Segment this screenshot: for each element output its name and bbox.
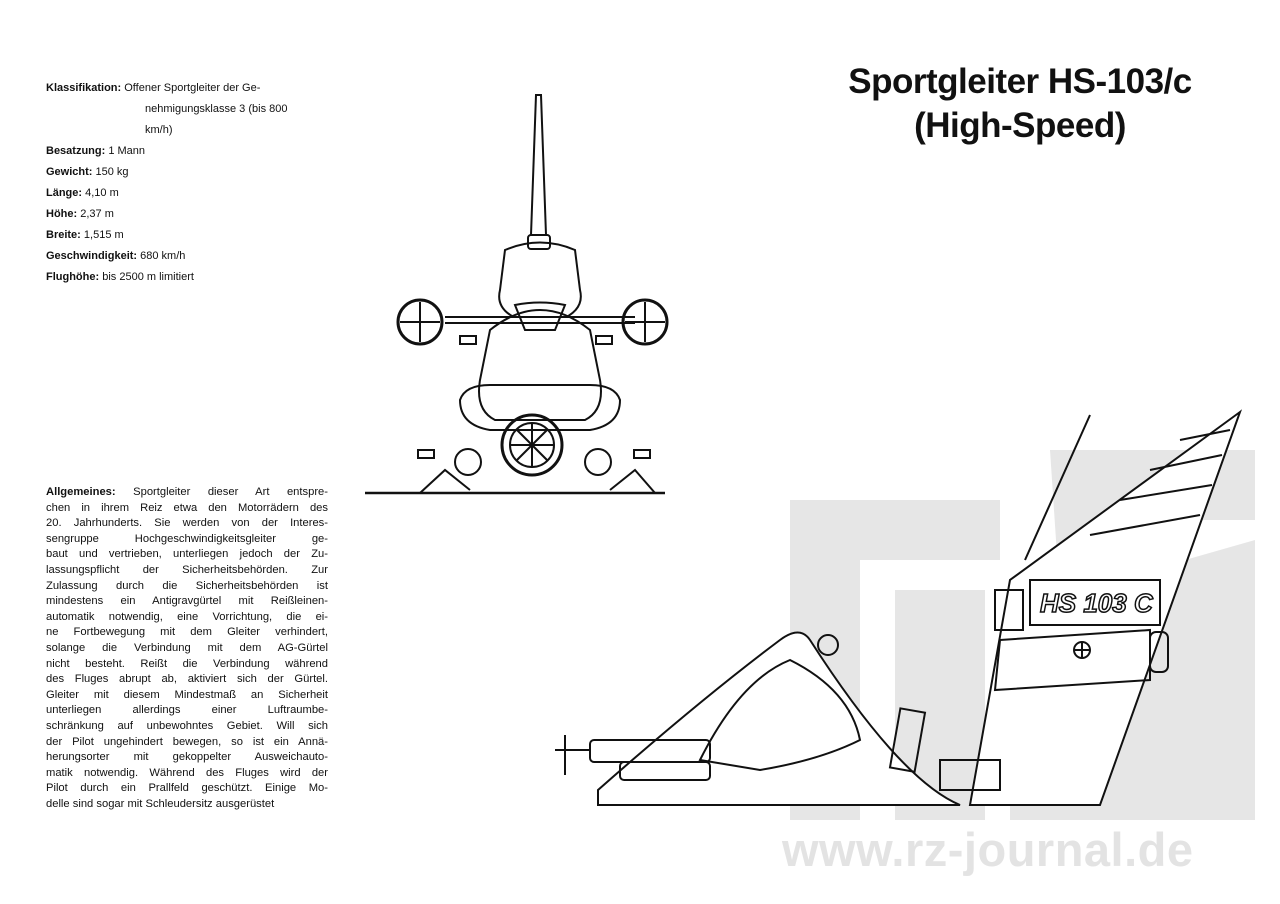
spec-value: 4,10 m (85, 187, 119, 199)
paragraph-line-text: des Fluges abrupt ab, aktiviert sich der… (46, 673, 328, 686)
spec-besatzung: Besatzung: 1 Mann (46, 141, 286, 162)
paragraph-line: herungsorter mit gekoppelter Ausweichaut… (46, 750, 328, 766)
watermark-url: www.rz-journal.de (782, 823, 1194, 876)
paragraph-line-text: unterliegen allerdings einer Luftraumbe- (46, 704, 328, 717)
paragraph-line: matik notwendig. Während des Fluges wird… (46, 766, 328, 782)
paragraph-line-text: 20. Jahrhunderts. Sie werden von der Int… (46, 517, 328, 530)
paragraph-line-text: mindestens ein Antigravgürtel mit Reißle… (46, 595, 328, 608)
paragraph-line: des Fluges abrupt ab, aktiviert sich der… (46, 672, 328, 688)
spec-value: 1,515 m (83, 229, 124, 241)
spec-label: Gewicht: (46, 166, 93, 178)
paragraph-line: Gleiter mit diesem Mindestmaß an Sicherh… (46, 688, 328, 704)
paragraph-line-text: nicht besteht. Reißt die Verbindung währ… (46, 657, 328, 670)
spec-klassifikation: Klassifikation: Offener Sportgleiter der… (46, 78, 288, 141)
spec-list: Klassifikation: Offener Sportgleiter der… (46, 78, 288, 288)
page-title: Sportgleiter HS-103/c (High-Speed) (760, 60, 1280, 148)
spec-gewicht: Gewicht: 150 kg (46, 162, 286, 183)
spec-hoehe: Höhe: 2,37 m (46, 204, 286, 225)
spec-label: Breite: (46, 229, 81, 241)
paragraph-line-text: delle sind sogar mit Schleudersitz ausge… (46, 797, 275, 810)
paragraph-line: Pilot durch ein Prallfeld geschützt. Ein… (46, 781, 328, 797)
hull-marking: HS 103 C (1040, 588, 1154, 618)
paragraph-line-text: schränkung auf unbewohntes Gebiet. Will … (46, 719, 328, 732)
paragraph-line: solange die Verbindung mit dem AG-Gürtel (46, 641, 328, 657)
paragraph-line: nicht besteht. Reißt die Verbindung währ… (46, 657, 328, 673)
paragraph-line-text: Zulassung durch die Sicherheitsbehörden … (46, 579, 328, 592)
spec-label: Flughöhe: (46, 271, 100, 283)
spec-breite: Breite: 1,515 m (46, 225, 286, 246)
paragraph-line-text: lassungspflicht der Sicherheitsbehörden.… (46, 563, 328, 576)
title-line-2: (High-Speed) (914, 106, 1126, 145)
paragraph-line: mindestens ein Antigravgürtel mit Reißle… (46, 594, 328, 610)
spec-value: km/h) (145, 124, 173, 136)
paragraph-line-text: solange die Verbindung mit dem AG-Gürtel (46, 641, 328, 654)
spec-value: 680 km/h (140, 250, 186, 262)
paragraph-line-text: herungsorter mit gekoppelter Ausweichaut… (46, 751, 328, 764)
paragraph-line: unterliegen allerdings einer Luftraumbe- (46, 703, 328, 719)
paragraph-line-text: Gleiter mit diesem Mindestmaß an Sicherh… (46, 688, 328, 701)
paragraph-line: schränkung auf unbewohntes Gebiet. Will … (46, 719, 328, 735)
paragraph-line: chen in ihrem Reiz etwa den Motorrädern … (46, 501, 328, 517)
general-label: Allgemeines: (46, 486, 116, 498)
paragraph-line: automatik notwendig, eine Vorrichtung, d… (46, 610, 328, 626)
paragraph-line: der Pilot ungehindert bewegen, so ist ei… (46, 735, 328, 751)
paragraph-line: lassungspflicht der Sicherheitsbehörden.… (46, 563, 328, 579)
spec-label: Länge: (46, 187, 83, 199)
paragraph-line-text: der Pilot ungehindert bewegen, so ist ei… (46, 735, 328, 748)
spec-flughoehe: Flughöhe: bis 2500 m limitiert (46, 267, 286, 288)
paragraph-line-text: ne Fortbewegung mit dem Gleiter verhinde… (46, 626, 328, 639)
paragraph-line-text: Pilot durch ein Prallfeld geschützt. Ein… (46, 782, 328, 795)
spec-label: Klassifikation: (46, 82, 122, 94)
spec-laenge: Länge: 4,10 m (46, 183, 286, 204)
paragraph-line-text: chen in ihrem Reiz etwa den Motorrädern … (46, 501, 328, 514)
paragraph-line: Zulassung durch die Sicherheitsbehörden … (46, 579, 328, 595)
paragraph-line: 20. Jahrhunderts. Sie werden von der Int… (46, 516, 328, 532)
front-view-drawing (365, 94, 669, 495)
title-line-1: Sportgleiter HS-103/c (848, 62, 1192, 101)
paragraph-line-text: automatik notwendig, eine Vorrichtung, d… (46, 610, 328, 623)
spec-value: Offener Sportgleiter der Ge- (124, 82, 261, 94)
paragraph-line: ne Fortbewegung mit dem Gleiter verhinde… (46, 625, 328, 641)
spec-value: nehmigungsklasse 3 (bis 800 (145, 103, 288, 115)
paragraph-line: baut und vertrieben, unterliegen jedoch … (46, 547, 328, 563)
paragraph-line-text: sengruppe Hochgeschwindigkeitsgleiter ge… (46, 532, 328, 545)
spec-value: 150 kg (95, 166, 129, 178)
spec-value: 2,37 m (80, 208, 114, 220)
spec-label: Geschwindigkeit: (46, 250, 138, 262)
paragraph-line-text: matik notwendig. Während des Fluges wird… (46, 766, 328, 779)
paragraph-line-text: Sportgleiter dieser Art entspre- (133, 486, 328, 498)
spec-value: bis 2500 m limitiert (102, 271, 194, 283)
spec-value: 1 Mann (108, 145, 146, 157)
paragraph-line-text: baut und vertrieben, unterliegen jedoch … (46, 548, 328, 561)
paragraph-line: sengruppe Hochgeschwindigkeitsgleiter ge… (46, 532, 328, 548)
spec-label: Besatzung: (46, 145, 106, 157)
spec-label: Höhe: (46, 208, 78, 220)
paragraph-line: Allgemeines: Sportgleiter dieser Art ent… (46, 485, 328, 501)
spec-geschwindigkeit: Geschwindigkeit: 680 km/h (46, 246, 286, 267)
paragraph-line: delle sind sogar mit Schleudersitz ausge… (46, 797, 328, 813)
side-view-drawing (555, 409, 1243, 806)
general-description: Allgemeines: Sportgleiter dieser Art ent… (46, 485, 328, 812)
